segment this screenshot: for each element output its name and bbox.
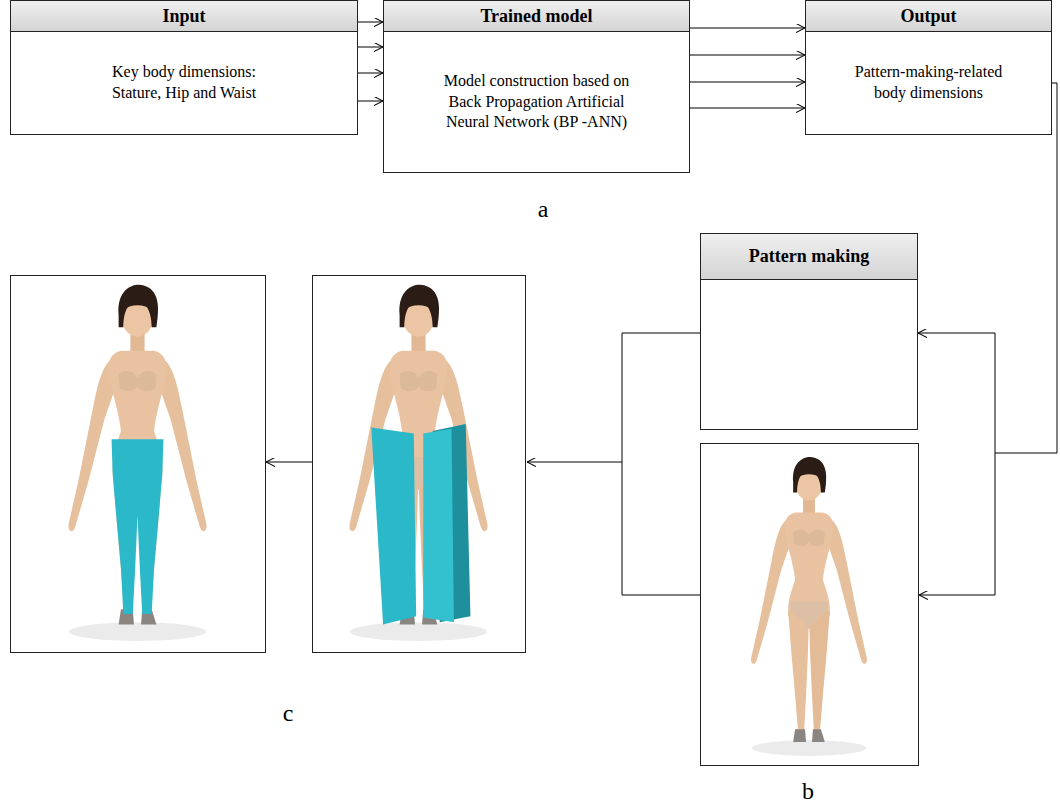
image-frame (11, 276, 266, 653)
leggings (112, 439, 164, 614)
flow-arrow (358, 101, 383, 102)
flow-arrow (358, 22, 383, 23)
pattern-piece (371, 428, 416, 625)
flow-arrow (690, 28, 805, 29)
avatar-with-leggings (68, 285, 206, 641)
process-box: Trained modelModel construction based on… (383, 0, 690, 173)
pattern-piece (423, 429, 454, 623)
box-heading: Output (900, 6, 956, 27)
flow-arrow (527, 462, 622, 463)
branch-wire (919, 453, 995, 595)
box-heading: Pattern making (749, 246, 870, 267)
box-heading: Trained model (480, 6, 592, 27)
flow-arrow (918, 83, 1057, 453)
panel-label: b (802, 778, 814, 804)
process-box: Pattern making (700, 233, 918, 430)
flow-arrow (690, 55, 805, 56)
flow-arrow (690, 82, 805, 83)
flow-arrow (690, 108, 805, 109)
box-text: Model construction based on Back Propaga… (432, 71, 642, 133)
avatar-with-patterns (349, 285, 487, 641)
image-frame (313, 276, 526, 653)
flow-arrow (358, 47, 383, 48)
avatar-figure (751, 457, 867, 756)
panel-label: c (283, 700, 294, 726)
box-text: Key body dimensions: Stature, Hip and Wa… (99, 62, 269, 104)
image-frame (701, 444, 919, 766)
bracket-wire (622, 333, 700, 595)
box-heading: Input (162, 6, 205, 27)
process-box: InputKey body dimensions: Stature, Hip a… (10, 0, 358, 135)
process-box: OutputPattern-making-related body dimens… (805, 0, 1052, 135)
flow-arrow (358, 73, 383, 74)
panel-label: a (538, 196, 549, 222)
box-text: Pattern-making-related body dimensions (844, 62, 1014, 104)
flow-arrow (266, 462, 312, 463)
